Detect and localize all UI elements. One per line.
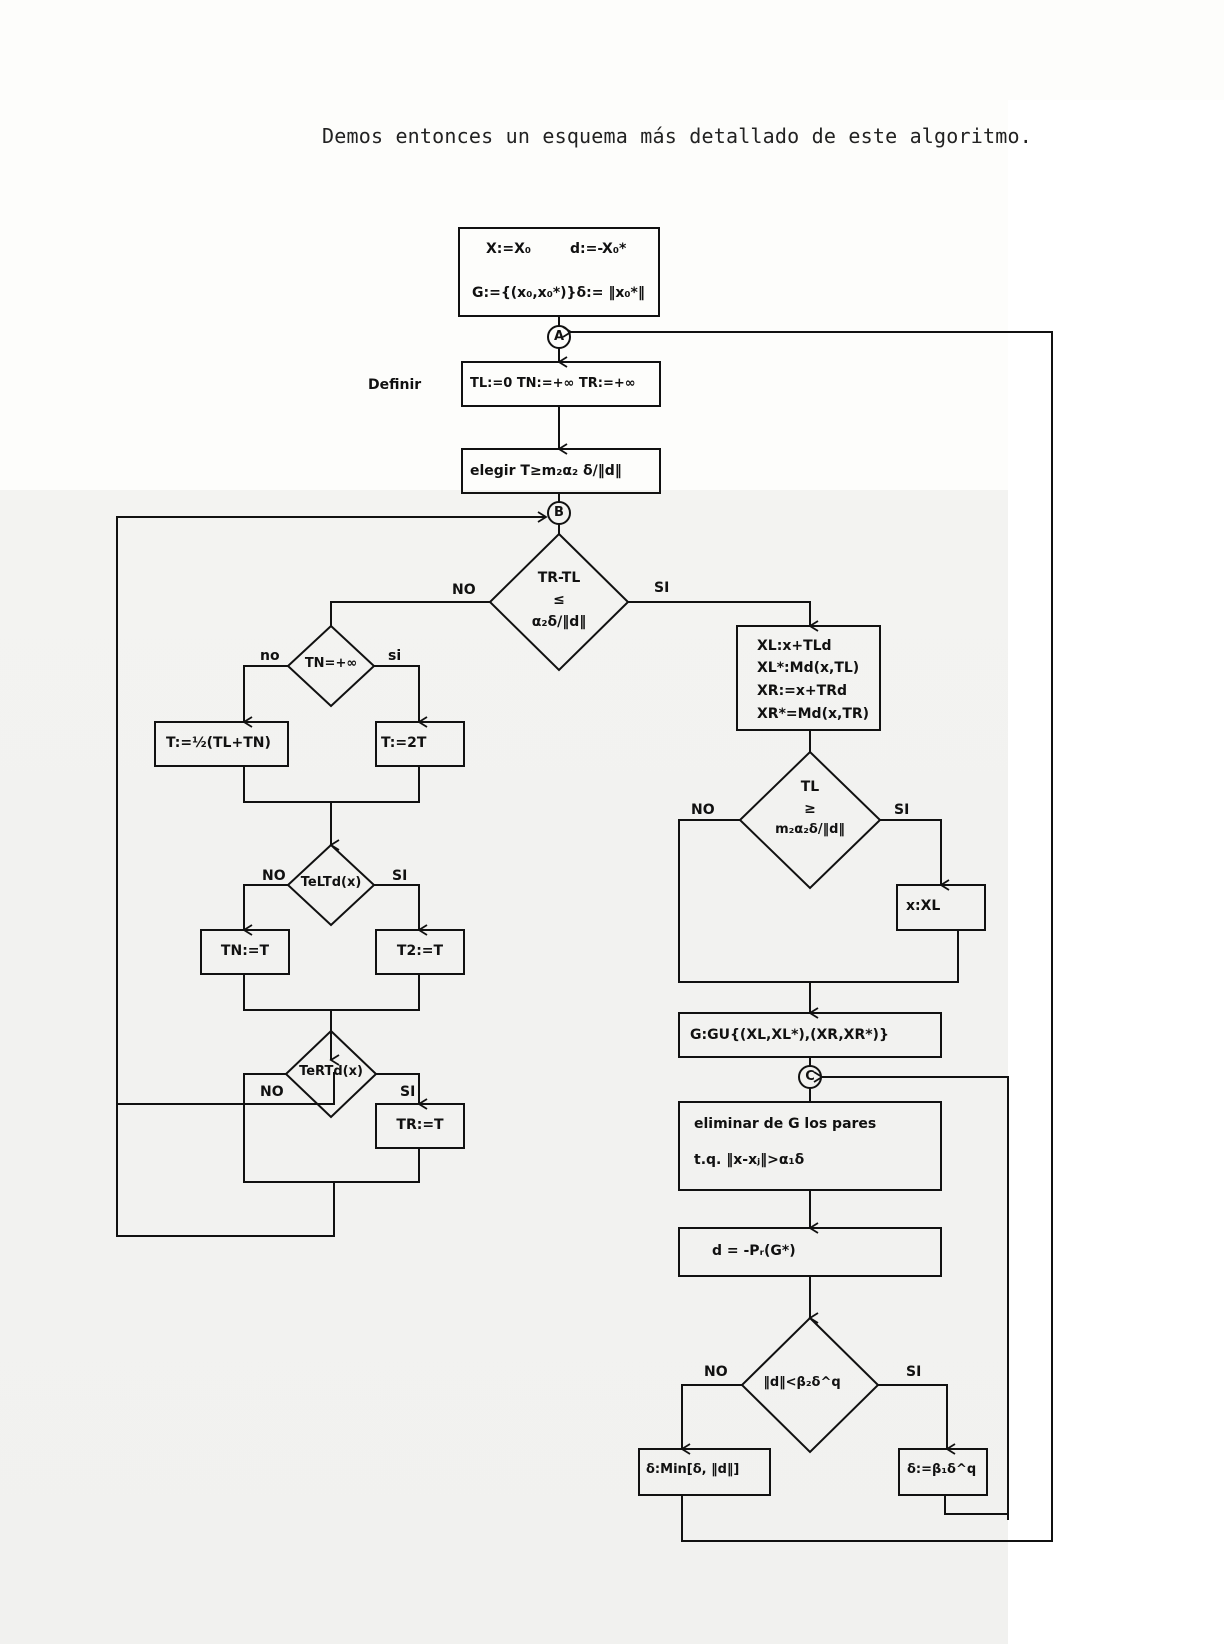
loop-to-c [813,1071,1009,1520]
tl-decision-top: TL [800,779,820,795]
xl-text-4: XR*=Md(x,TR) [757,706,870,722]
delta-beta-text: δ:=β₁δ^q [907,1462,977,1477]
connector-b-label: B [554,505,564,520]
t-half-box [154,721,289,767]
main-decision-op: ≤ [553,592,565,608]
telt-no-label: NO [262,868,286,884]
delta-min-text: δ:Min[δ, ‖d‖] [646,1462,740,1477]
xl-text-3: XR:=x+TRd [757,683,848,699]
dnorm-decision-text: ‖d‖<β₂δ^q [763,1375,841,1390]
main-decision-bottom: α₂δ/‖d‖ [531,614,587,630]
t-half-text: T:=½(TL+TN) [166,735,271,751]
init-text-x: X:=X₀ [486,241,532,257]
tl-no-label: NO [691,802,715,818]
main-decision-top: TR-TL [537,570,581,586]
tn-decision [286,624,376,708]
eliminate-text-1: eliminar de G los pares [694,1116,877,1132]
xl-box [736,625,881,731]
tert-decision-text: TeRTd(x) [299,1064,363,1079]
tn-assign-text: TN:=T [220,943,270,959]
define-box [461,361,661,407]
tn-decision-text: TN=+∞ [304,656,358,671]
tert-si-label: SI [400,1084,416,1100]
telt-decision [286,843,376,927]
d-projection-text: d = -Pᵣ(G*) [712,1243,796,1259]
main-no-label: NO [452,582,476,598]
telt-decision-text: TeLTd(x) [300,875,362,890]
tl-decision-bottom: m₂α₂δ/‖d‖ [775,822,845,837]
choose-text: elegir T≥m₂α₂ δ/‖d‖ [470,463,622,479]
tl-decision-op: ≥ [804,801,816,817]
eliminate-text-2: t.q. ‖x-xⱼ‖>α₁δ [694,1152,805,1168]
tn-si-label: si [388,648,402,664]
init-text-d: d:=-X₀* [570,241,627,257]
intro-text: Demos entonces un esquema más detallado … [322,124,1032,148]
xl-text-2: XL*:Md(x,TL) [757,660,860,676]
telt-si-label: SI [392,868,408,884]
dnorm-si-label: SI [906,1364,922,1380]
tl-si-label: SI [894,802,910,818]
define-side-label: Definir [368,377,422,393]
init-text-g: G:={(x₀,x₀*)}δ:= ‖x₀*‖ [472,285,645,301]
connector-c-label: C [805,1069,815,1084]
delta-min-box [638,1448,771,1496]
xl-text-1: XL:x+TLd [757,638,832,654]
dnorm-no-label: NO [704,1364,728,1380]
tl-decision [738,750,882,890]
connector-a-label: A [553,329,565,344]
x-assign-text: x:XL [906,898,941,914]
tr-assign-text: TR:=T [396,1117,444,1133]
loop-to-a [562,326,1053,1084]
x-assign-box [896,884,986,931]
page-margin [1008,100,1224,1644]
tert-decision [284,1029,378,1119]
main-decision [488,532,630,672]
tn-no-label: no [260,648,280,664]
tert-no-label: NO [260,1084,284,1100]
dnorm-decision [740,1316,880,1454]
t-double-text: T:=2T [381,735,427,751]
main-si-label: SI [654,580,670,596]
t2-assign-text: T2:=T [396,943,444,959]
define-text: TL:=0 TN:=+∞ TR:=+∞ [470,376,636,391]
g-union-text: G:GU{(XL,XL*),(XR,XR*)} [690,1027,889,1043]
choose-box [461,448,661,494]
tr-assign-box [375,1103,465,1149]
delta-beta-box [898,1448,988,1496]
